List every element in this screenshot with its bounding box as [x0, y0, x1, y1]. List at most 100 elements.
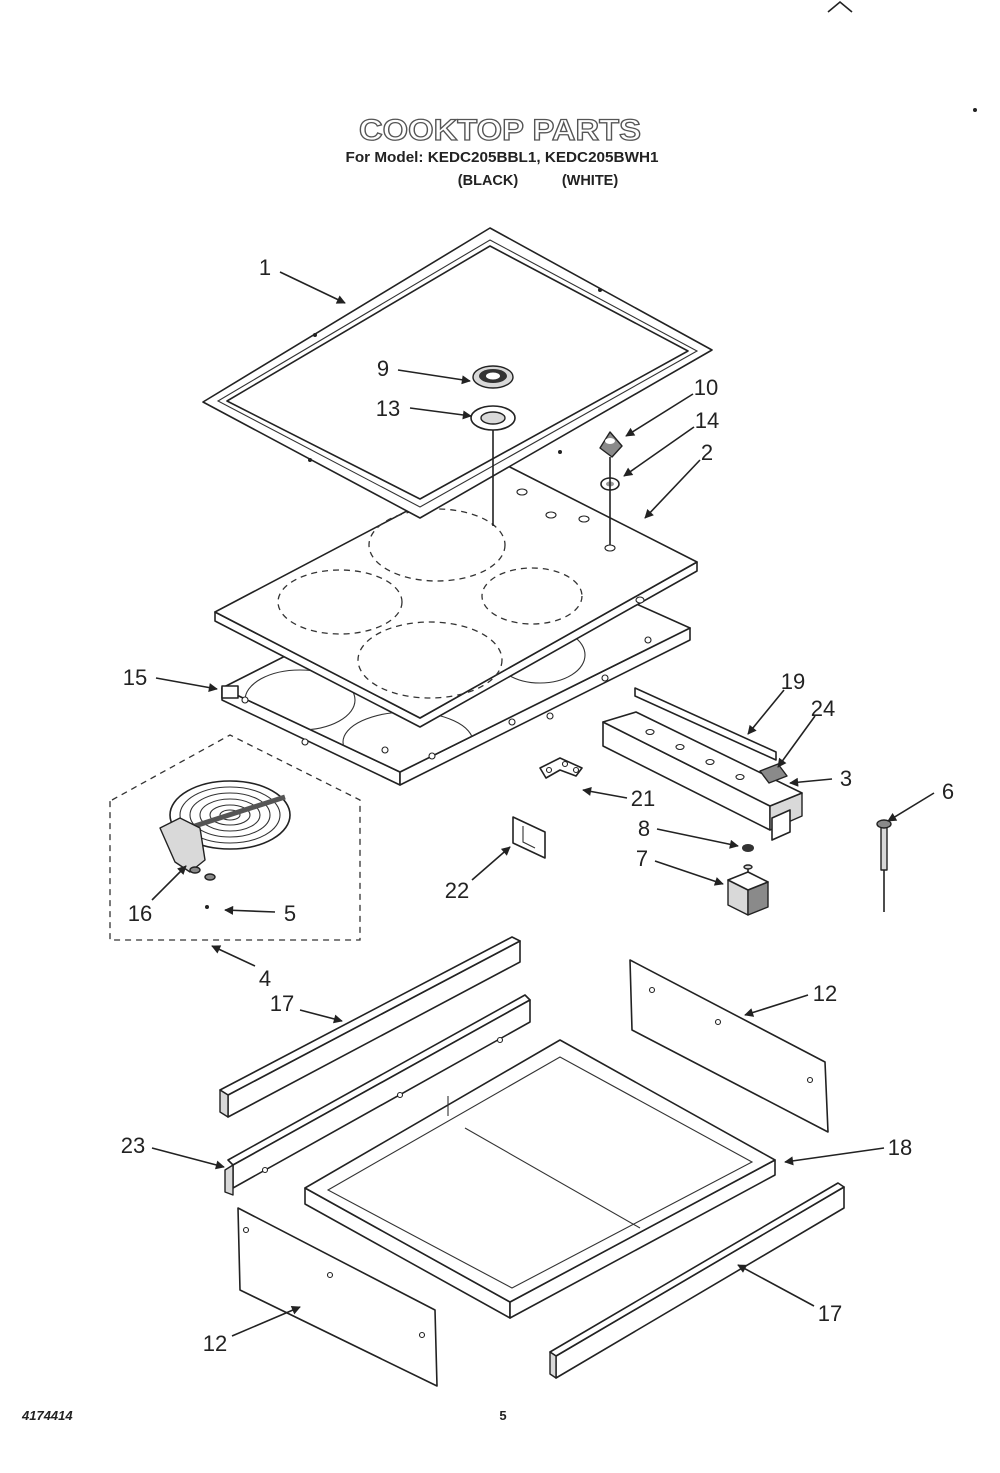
glass-hole — [516, 488, 528, 496]
part-7-switch — [727, 864, 769, 916]
side-panel-hole — [806, 1076, 814, 1084]
leader-arrow-21 — [582, 787, 628, 799]
pan-hole — [508, 718, 516, 726]
leader-arrow-5 — [224, 905, 276, 915]
pan-hole — [644, 636, 652, 644]
part-2-glass-cooktop — [214, 461, 698, 728]
glass-hole — [545, 511, 557, 519]
leader-arrow-15 — [155, 677, 218, 692]
part-9-bezel — [472, 365, 514, 389]
small-bracket-body — [539, 757, 583, 779]
corner-caret-mark — [827, 0, 853, 13]
frame-rim — [202, 227, 713, 519]
part-23-angle — [224, 994, 531, 1196]
leader-arrow-24 — [777, 715, 816, 768]
leader-arrow-16 — [151, 865, 187, 901]
side-panel-body — [237, 1207, 438, 1387]
callout-17-upper: 17 — [270, 991, 294, 1016]
leader-arrow-4 — [211, 945, 256, 967]
pan-end-tab — [221, 685, 239, 699]
sensor-head — [876, 819, 892, 829]
callout-2: 2 — [701, 440, 713, 465]
leader-arrow-17-lower — [737, 1264, 815, 1307]
frame-tab — [598, 288, 602, 292]
part-16-terminal-block — [159, 817, 216, 881]
small-bracket-hole — [572, 766, 580, 774]
clip-body — [759, 763, 788, 784]
callout-7: 7 — [636, 846, 648, 871]
element-dot — [205, 905, 209, 909]
part-3-switch-bracket — [602, 711, 803, 841]
callout-1: 1 — [259, 255, 271, 280]
callout-4: 4 — [259, 966, 271, 991]
page-number: 5 — [499, 1408, 506, 1423]
leader-arrow-7 — [654, 860, 724, 886]
leader-arrow-22 — [471, 846, 511, 881]
leader-arrow-8 — [656, 828, 739, 849]
callout-16: 16 — [128, 901, 152, 926]
frame-tab — [308, 458, 312, 462]
leader-arrow-18 — [784, 1147, 885, 1166]
part-1-frame — [202, 227, 713, 519]
callout-24: 24 — [811, 696, 835, 721]
part-6-sensor — [876, 819, 892, 912]
part-12-side-panel-right — [629, 959, 829, 1133]
indicator-lens — [605, 438, 615, 444]
leader-arrow-13 — [409, 407, 472, 420]
leader-arrow-1 — [279, 271, 346, 304]
glass-top-face — [214, 461, 698, 719]
side-panel-hole — [326, 1271, 334, 1279]
angle-hole — [261, 1166, 269, 1174]
pan-hole — [241, 696, 249, 704]
tray-floor-seam — [464, 1127, 641, 1229]
control-bar-body — [634, 687, 777, 761]
glass-hole — [635, 596, 645, 604]
pan-hole — [601, 674, 609, 682]
leader-arrows — [151, 271, 935, 1337]
part-12-side-panel-left — [237, 1207, 438, 1387]
pan-hole — [301, 738, 309, 746]
terminal-block-body — [159, 817, 206, 873]
part-13-washer — [470, 405, 516, 431]
part-24-clip — [759, 763, 788, 784]
side-panel-hole — [418, 1331, 426, 1339]
callout-17-lower: 17 — [818, 1301, 842, 1326]
part-17-rail-lower — [549, 1182, 845, 1379]
leader-arrow-2 — [644, 459, 701, 519]
callout-21: 21 — [631, 786, 655, 811]
indicator-mount-hole — [604, 544, 616, 552]
color-white-label: (WHITE) — [562, 173, 619, 189]
model-line: For Model: KEDC205BBL1, KEDC205BWH1 — [346, 150, 659, 166]
plate-notch — [522, 826, 536, 849]
rail-end — [219, 1089, 229, 1118]
pan-hole — [428, 752, 436, 760]
callout-15: 15 — [123, 665, 147, 690]
part-22-plate — [512, 816, 546, 859]
callout-3: 3 — [840, 766, 852, 791]
callout-19: 19 — [781, 669, 805, 694]
callout-18: 18 — [888, 1135, 912, 1160]
callout-12-right: 12 — [813, 981, 837, 1006]
side-panel-body — [629, 959, 829, 1133]
document-number: 4174414 — [21, 1408, 73, 1423]
frame-tab — [313, 333, 317, 337]
callout-5: 5 — [284, 901, 296, 926]
glass-burner-outline-rear-left — [368, 508, 506, 582]
sensor-body — [880, 825, 888, 871]
glass-burner-outline-front-right — [357, 621, 503, 699]
element-coil-ring — [209, 804, 251, 826]
callout-9: 9 — [377, 356, 389, 381]
indicator-body — [599, 431, 623, 458]
leader-arrow-10 — [625, 393, 694, 437]
part-17-rail-upper — [219, 936, 521, 1118]
side-panel-hole — [242, 1226, 250, 1234]
element-coil-ring — [219, 809, 241, 821]
terminal-post — [189, 866, 201, 874]
leader-arrow-9 — [397, 369, 471, 385]
pan-hole — [381, 746, 389, 754]
corner-dot-mark — [973, 108, 977, 112]
small-bracket-hole — [545, 766, 553, 774]
side-panel-hole — [648, 986, 656, 994]
washer-inner — [480, 411, 506, 425]
